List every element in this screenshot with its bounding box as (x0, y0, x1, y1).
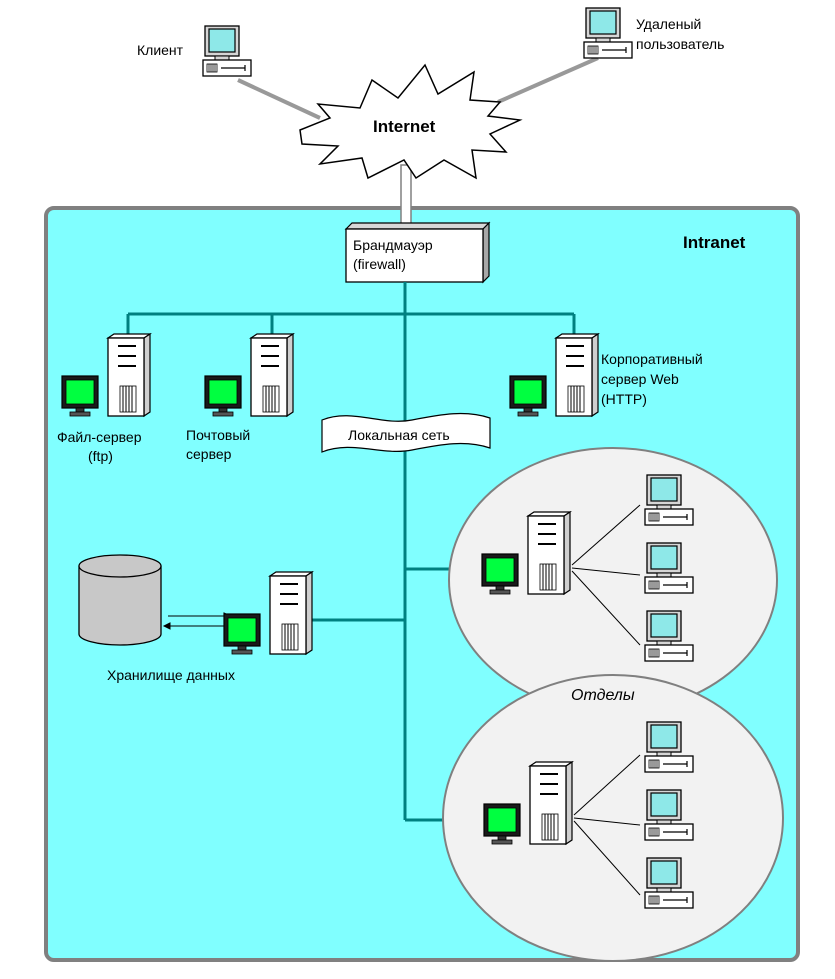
web-server-label-line3: (HTTP) (601, 391, 647, 407)
firewall-label-line2: (firewall) (353, 256, 406, 272)
database-cylinder-icon (78, 554, 162, 646)
remote-user-terminal-icon (583, 7, 633, 59)
lan-label: Локальная сеть (348, 427, 450, 443)
web-server-label-line1: Корпоративный (601, 351, 703, 367)
department-ellipse-lower (442, 674, 784, 962)
internet-uplink (400, 164, 412, 231)
file-server-label-line2: (ftp) (88, 448, 113, 464)
firewall-label-line1: Брандмауэр (353, 237, 433, 253)
firewall-box (344, 221, 491, 284)
file-server-label-line1: Файл-сервер (57, 429, 142, 445)
client-link (237, 78, 321, 120)
internet-label: Internet (373, 117, 436, 136)
lan-banner (321, 412, 491, 453)
client-terminal-icon (202, 25, 252, 77)
client-label: Клиент (137, 42, 184, 58)
department-links-lower (573, 754, 641, 896)
storage-label: Хранилище данных (107, 667, 235, 683)
department-links-upper (571, 504, 641, 646)
mail-server-label-line2: сервер (186, 446, 232, 462)
remote-user-label-line1: Удаленый (636, 16, 701, 32)
intranet-label: Intranet (683, 233, 746, 252)
remote-user-label-line2: пользователь (636, 36, 724, 52)
remote-user-link (497, 56, 599, 104)
mail-server-label-line1: Почтовый (186, 427, 250, 443)
departments-label: Отделы (571, 687, 635, 704)
web-server-label-line2: сервер Web (601, 371, 679, 387)
internet-cloud-icon (299, 63, 523, 180)
